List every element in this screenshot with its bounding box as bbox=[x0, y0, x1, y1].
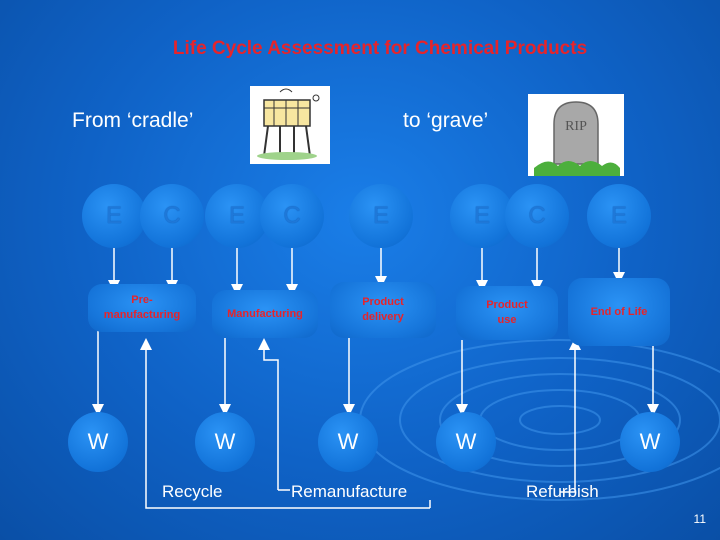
waste-node-1: W bbox=[68, 412, 128, 472]
waste-node-2: W bbox=[195, 412, 255, 472]
stage-product-delivery: Product delivery bbox=[330, 282, 436, 338]
stage-end-of-life: End of Life bbox=[568, 278, 670, 346]
carbon-node-3: C bbox=[505, 184, 569, 248]
page-number: 11 bbox=[693, 512, 706, 526]
waste-node-4: W bbox=[436, 412, 496, 472]
waste-node-3: W bbox=[318, 412, 378, 472]
energy-node-3: E bbox=[349, 184, 413, 248]
slide-title: Life Cycle Assessment for Chemical Produ… bbox=[172, 38, 588, 59]
remanufacture-label: Remanufacture bbox=[291, 482, 408, 501]
stage-pre-manufacturing: Pre- manufacturing bbox=[88, 284, 196, 332]
carbon-node-1: C bbox=[140, 184, 204, 248]
carbon-node-2: C bbox=[260, 184, 324, 248]
cradle-cartoon-image bbox=[250, 86, 330, 164]
gravestone-rip-image: RIP bbox=[528, 94, 624, 176]
svg-text:RIP: RIP bbox=[565, 119, 587, 134]
energy-node-2: E bbox=[205, 184, 269, 248]
to-grave-label: to ‘grave’ bbox=[403, 109, 489, 132]
recycle-label: Recycle bbox=[162, 482, 223, 501]
from-cradle-label: From ‘cradle’ bbox=[72, 109, 194, 132]
stage-manufacturing: Manufacturing bbox=[212, 290, 318, 338]
energy-node-1: E bbox=[82, 184, 146, 248]
refurbish-label: Refurbish bbox=[526, 482, 599, 501]
energy-node-5: E bbox=[587, 184, 651, 248]
stage-product-use: Product use bbox=[456, 286, 558, 340]
energy-node-4: E bbox=[450, 184, 514, 248]
waste-node-5: W bbox=[620, 412, 680, 472]
